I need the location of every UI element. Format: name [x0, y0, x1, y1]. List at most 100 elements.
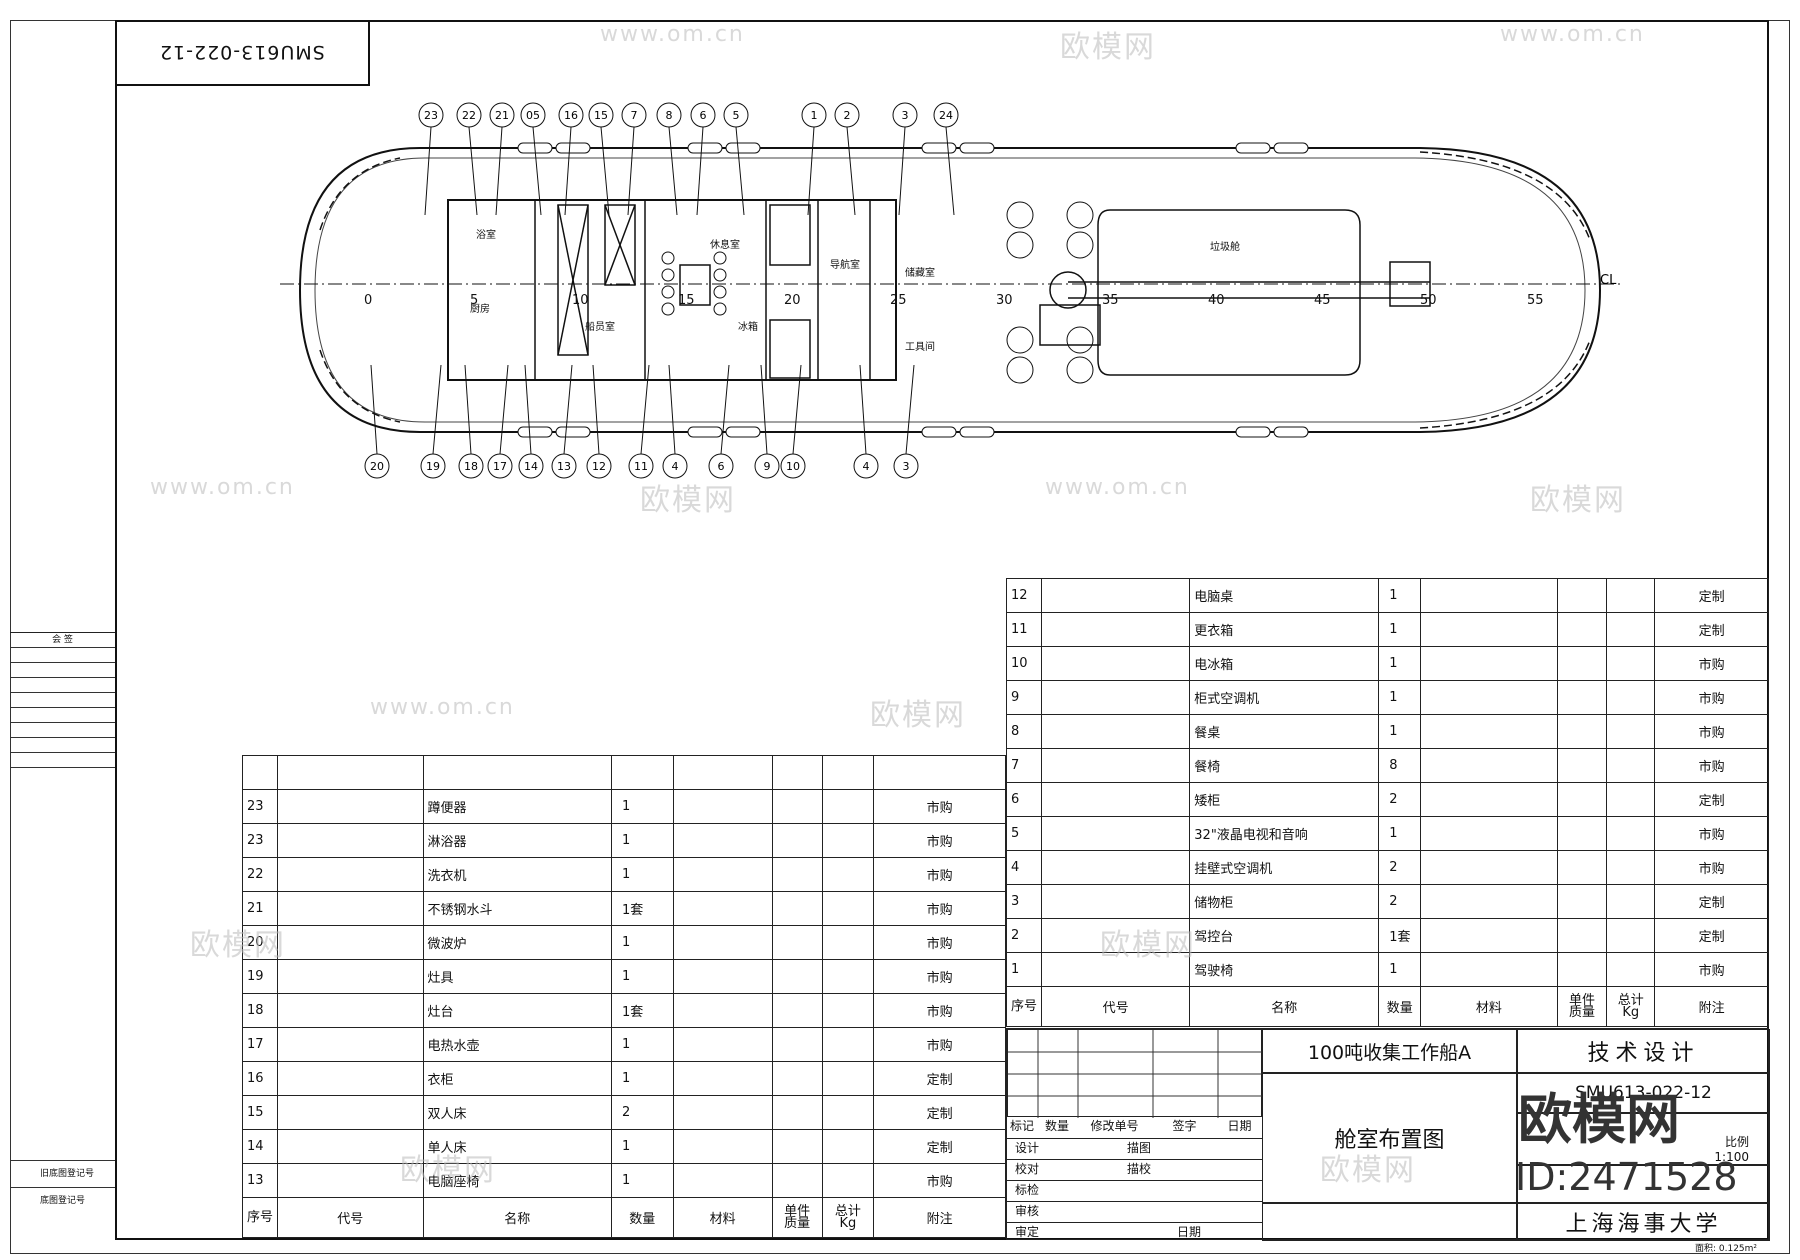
cell-material: [672, 1095, 773, 1130]
cell-code: [1041, 884, 1191, 919]
cell-name: 电热水壶: [422, 1027, 612, 1062]
cell-no: 7: [1005, 748, 1043, 783]
callout-bubble: 21: [489, 102, 515, 216]
cell-qty: 1套: [1378, 918, 1422, 953]
cell-qty: 1: [610, 1163, 674, 1198]
callout-bubble: 24: [933, 102, 959, 216]
cell-code: [1041, 918, 1191, 953]
cell-total: [821, 891, 875, 926]
cell-name: 衣柜: [422, 1061, 612, 1096]
hdr-unit-mass: 单件质量: [771, 1197, 823, 1238]
cell-no: 22: [241, 857, 279, 892]
callout-bubble: 1: [801, 102, 827, 216]
cell-name: 淋浴器: [422, 823, 612, 858]
drawing-title: 舱室布置图: [1262, 1073, 1517, 1203]
cell-qty: 1套: [610, 891, 674, 926]
cell-total: [821, 993, 875, 1028]
callout-bubble: 20: [364, 364, 390, 479]
hdr-code: 代号: [277, 1197, 424, 1238]
callout-number: 3: [903, 460, 910, 473]
cell-no: 14: [241, 1129, 279, 1164]
cell-code: [1041, 952, 1191, 987]
cell-qty: 1: [610, 1061, 674, 1096]
cell-name: 洗衣机: [422, 857, 612, 892]
frame-numbers: 0 5 10 15 20 25 30 35 40 45 50 55: [364, 293, 1544, 308]
cell-code: [277, 857, 424, 892]
cell-code: [277, 1061, 424, 1096]
cell-name: 驾驶椅: [1189, 952, 1380, 987]
role-check: 校对: [1014, 1162, 1039, 1176]
callout-number: 11: [634, 460, 648, 473]
cell-total: [821, 959, 875, 994]
bitts: [1006, 201, 1094, 384]
callout-bubble: 3: [892, 102, 918, 216]
callout-number: 1: [811, 109, 818, 122]
cell-code: [277, 823, 424, 858]
approve-date: 日期: [1177, 1225, 1202, 1239]
cell-unit: [771, 1027, 823, 1062]
hdr-no: 序号: [1005, 986, 1043, 1027]
cell-total: [1606, 850, 1656, 885]
cell-material: [1420, 714, 1558, 749]
cell-no: 19: [241, 959, 279, 994]
cell-name: 更衣箱: [1189, 612, 1380, 647]
project-name: 100吨收集工作船A: [1262, 1029, 1517, 1073]
cell-unit: [771, 857, 823, 892]
cell-note: 市购: [1654, 748, 1769, 783]
frame-number: 50: [1420, 293, 1437, 308]
room-bath: 浴室: [476, 228, 496, 241]
rev-order: 修改单号: [1090, 1119, 1139, 1133]
callout-number: 14: [524, 460, 538, 473]
frame-number: 10: [572, 293, 589, 308]
cell-total: [821, 1095, 875, 1130]
cell-no: 12: [1005, 578, 1043, 613]
cell-material: [672, 959, 773, 994]
cell-note: 市购: [873, 891, 1006, 926]
cell-note: 市购: [1654, 850, 1769, 885]
design-stage: 技术设计: [1517, 1029, 1770, 1073]
cell-total: [821, 925, 875, 960]
callout-number: 4: [672, 460, 679, 473]
cell-total: [821, 1027, 875, 1062]
cell-qty: 2: [1378, 850, 1422, 885]
cell-qty: 1: [1378, 612, 1422, 647]
cell-unit: [1556, 850, 1608, 885]
hdr-code: 代号: [1041, 986, 1191, 1027]
room-rest: 休息室: [710, 238, 740, 251]
frame-number: 30: [996, 293, 1013, 308]
cell-qty: 1: [1378, 816, 1422, 851]
cell-code: [277, 1129, 424, 1164]
cell-material: [1420, 748, 1558, 783]
cell-material: [1420, 884, 1558, 919]
cell-qty: 1: [610, 925, 674, 960]
scale-cell: 比例 1:100: [1517, 1113, 1770, 1165]
cell-no: 11: [1005, 612, 1043, 647]
cell-material: [672, 823, 773, 858]
cell-material: [1420, 578, 1558, 613]
cell-qty: 1: [610, 1129, 674, 1164]
callout-bubble: 4: [853, 364, 879, 479]
cell-unit: [771, 891, 823, 926]
callout-bubble: 4: [662, 364, 688, 479]
cell-qty: 1: [1378, 952, 1422, 987]
cell-material: [672, 1027, 773, 1062]
cell-total: [1606, 714, 1656, 749]
cell-qty: 1: [1378, 646, 1422, 681]
rotated-drawing-code: SMU613-022-12: [115, 20, 370, 86]
callout-bubble: 10: [780, 364, 806, 479]
cell-note: 市购: [873, 789, 1006, 824]
room-crew: 船员室: [585, 320, 615, 333]
cell-no: 8: [1005, 714, 1043, 749]
frame-number: 15: [678, 293, 695, 308]
callout-number: 15: [594, 109, 608, 122]
callout-bubble: 11: [628, 364, 654, 479]
cell-qty: 2: [610, 1095, 674, 1130]
revision-header-row: 标记 数量 修改单号 签字 日期: [1007, 1117, 1262, 1139]
